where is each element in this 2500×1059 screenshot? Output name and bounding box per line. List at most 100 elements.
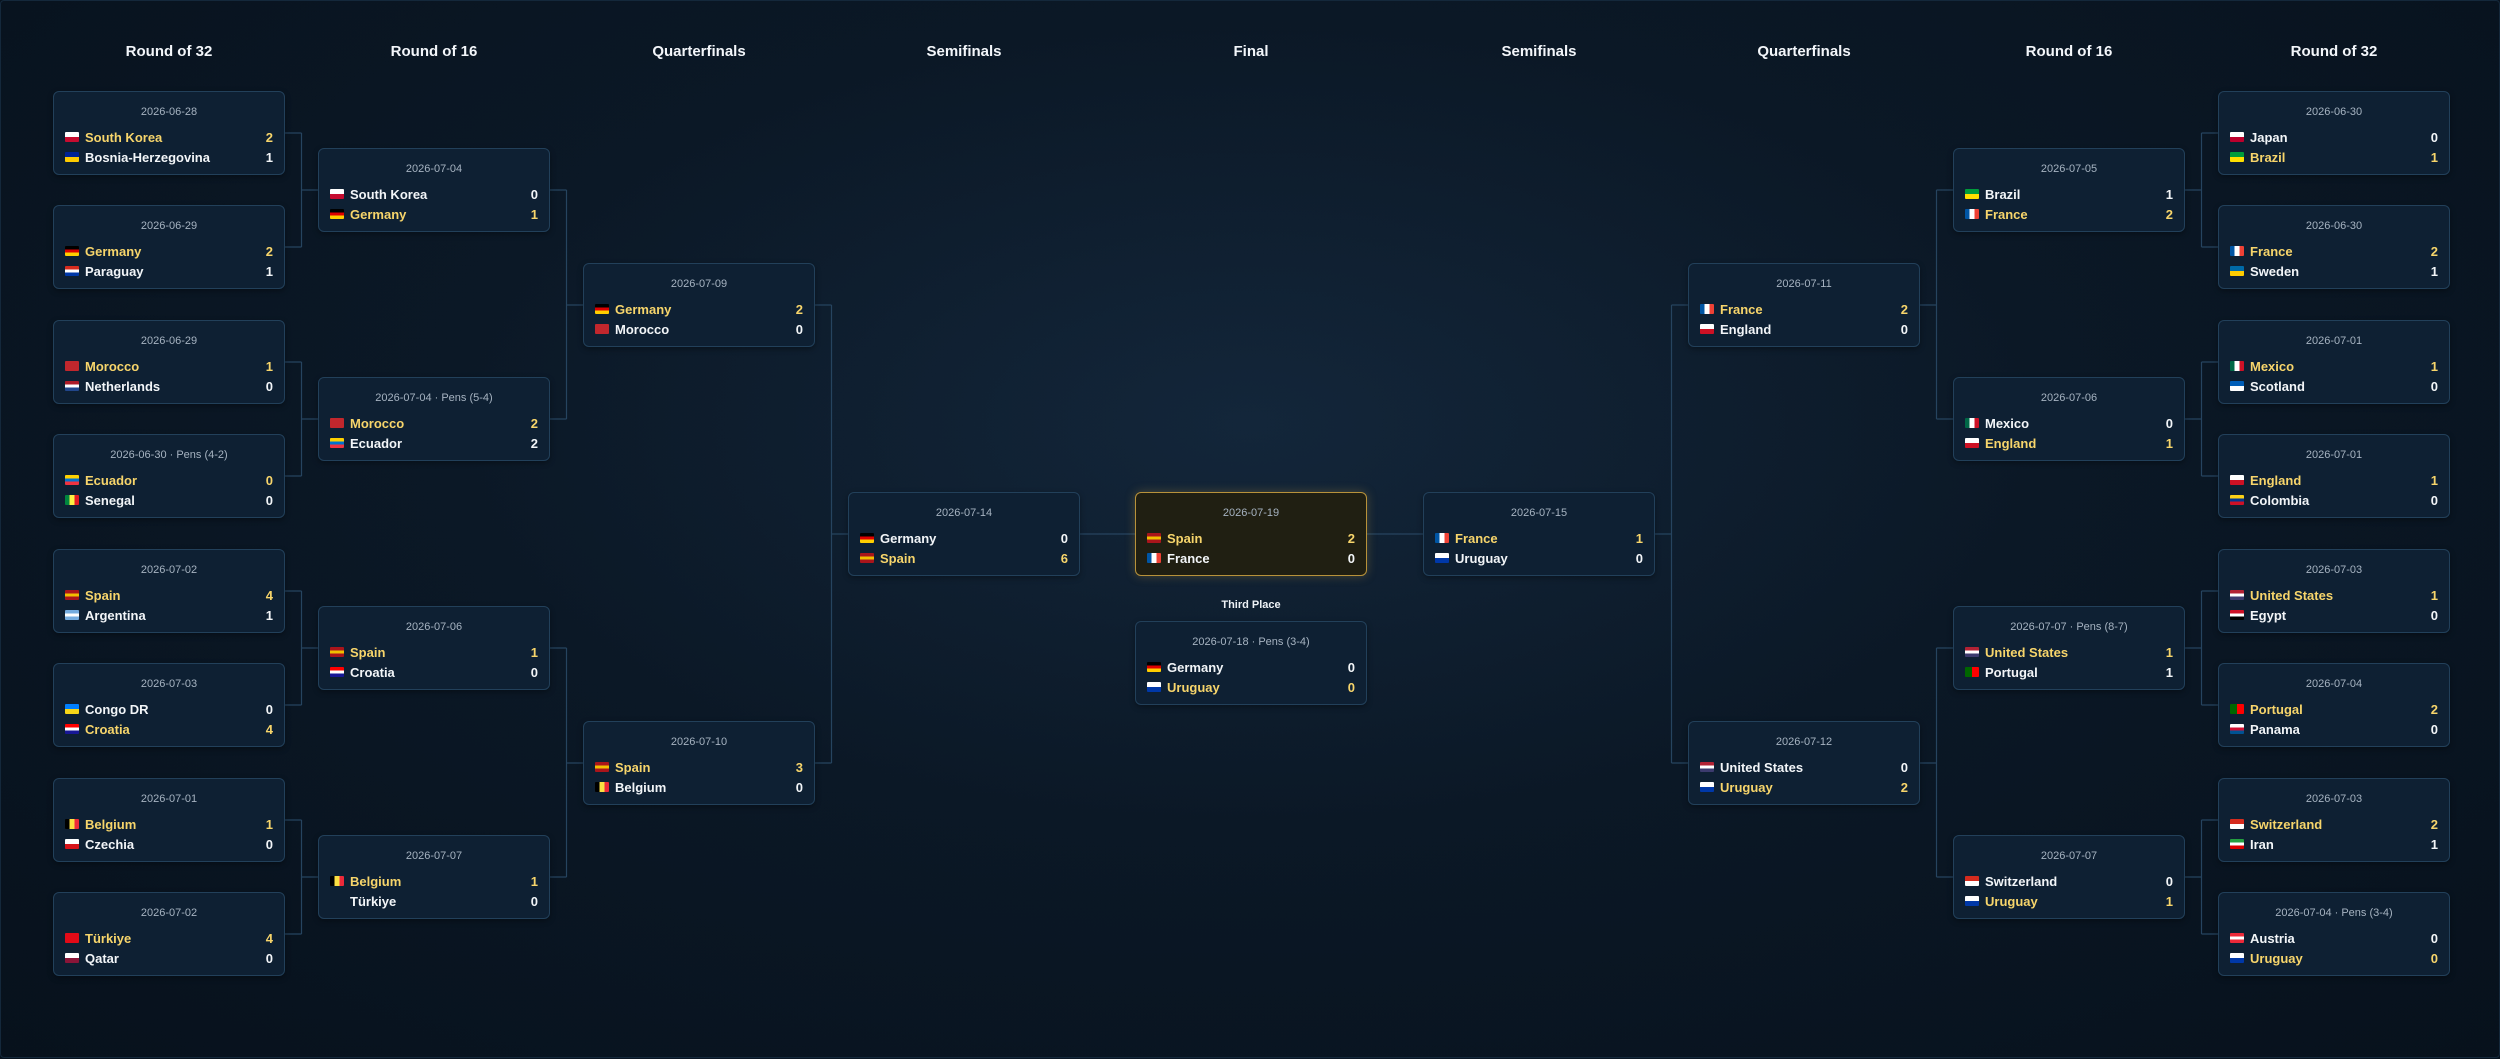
team-score: 1 (2430, 472, 2438, 488)
flag-icon (1965, 647, 1979, 657)
team-name: Spain (85, 587, 121, 603)
match-date: 2026-07-01 (140, 793, 198, 805)
team-score: 1 (265, 816, 273, 832)
match-date: 2026-07-03 (140, 678, 198, 690)
match-date: 2026-07-19 (1222, 507, 1280, 519)
team-score: 0 (2165, 873, 2173, 889)
team-score: 1 (2165, 186, 2173, 202)
team-score: 0 (2430, 129, 2438, 145)
flag-icon (1965, 667, 1979, 677)
flag-icon (2230, 266, 2244, 276)
flag-icon (2230, 381, 2244, 391)
team-score: 1 (265, 607, 273, 623)
team-score: 0 (530, 664, 538, 680)
flag-icon (2230, 839, 2244, 849)
team-score: 0 (265, 701, 273, 717)
round-header-left-r32: Round of 32 (125, 43, 213, 60)
team-score: 2 (1900, 301, 1908, 317)
match-date: 2026-07-07 (2040, 850, 2098, 862)
team-name: Germany (1167, 659, 1224, 675)
round-header-right-r32: Round of 32 (2290, 43, 2378, 60)
flag-icon (1700, 762, 1714, 772)
flag-icon (595, 782, 609, 792)
flag-icon (1965, 896, 1979, 906)
match-date: 2026-06-28 (140, 106, 198, 118)
team-name: Panama (2250, 721, 2300, 737)
team-name: Germany (85, 243, 142, 259)
team-score: 0 (795, 321, 803, 337)
team-name: Türkiye (85, 930, 132, 946)
flag-icon (65, 724, 79, 734)
match-date: 2026-07-02 (140, 907, 198, 919)
match-date: 2026-07-18 · Pens (3-4) (1192, 636, 1310, 648)
team-score: 1 (2430, 149, 2438, 165)
team-name: Scotland (2250, 378, 2305, 394)
team-name: Germany (350, 206, 407, 222)
match-date: 2026-06-30 · Pens (4-2) (110, 449, 228, 461)
team-name: United States (1720, 759, 1804, 775)
team-name: Mexico (2250, 358, 2295, 374)
team-score: 1 (2430, 587, 2438, 603)
team-name: Qatar (85, 950, 119, 966)
team-name: Czechia (85, 836, 135, 852)
flag-icon (1700, 324, 1714, 334)
team-score: 1 (1635, 530, 1643, 546)
flag-icon (330, 189, 344, 199)
round-header-final: Final (1233, 43, 1269, 60)
match-date: 2026-06-30 (2305, 220, 2363, 232)
flag-icon (860, 553, 874, 563)
flag-icon (1965, 876, 1979, 886)
team-name: Iran (2250, 836, 2274, 852)
flag-icon (2230, 610, 2244, 620)
team-score: 6 (1060, 550, 1068, 566)
team-score: 2 (265, 243, 273, 259)
